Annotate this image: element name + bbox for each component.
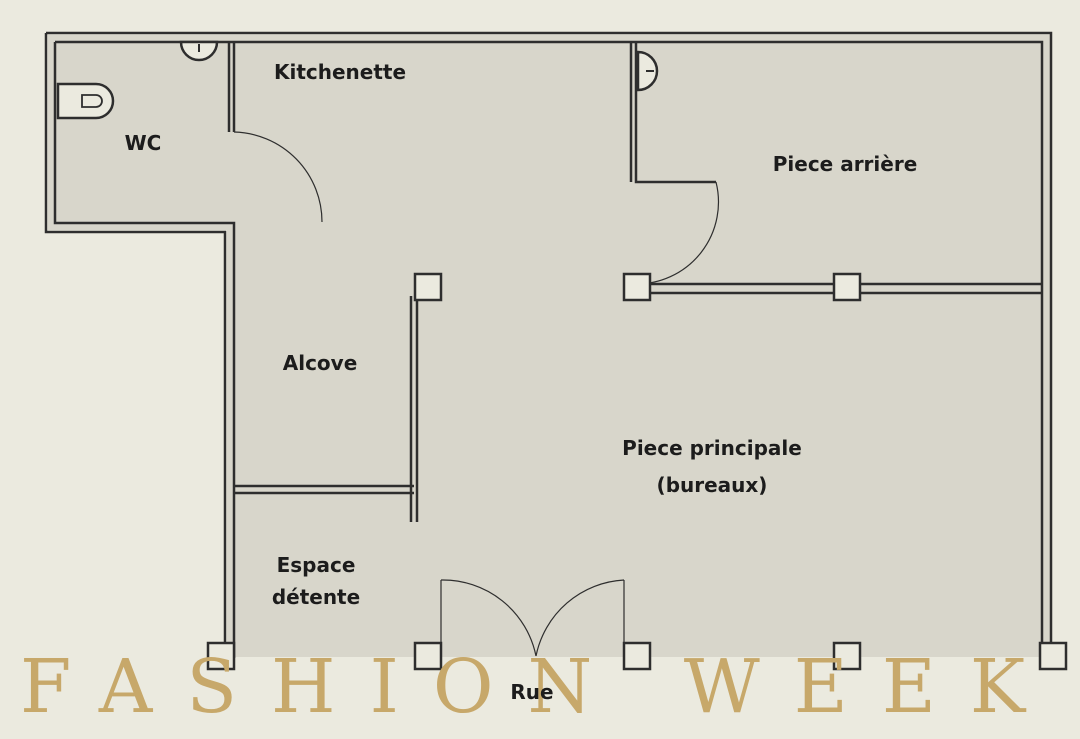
rue-label: Rue — [510, 680, 553, 704]
alcove-label: Alcove — [283, 351, 358, 375]
column — [832, 272, 862, 302]
kitchenette-label: Kitchenette — [274, 60, 406, 84]
watermark-text: FASHION WEEK VE — [20, 644, 1080, 730]
column — [1038, 641, 1068, 671]
column — [622, 272, 652, 302]
detente-label: détente — [272, 585, 360, 609]
piece-arriere-label: Piece arrière — [773, 152, 918, 176]
alcove-lower-wall — [234, 484, 414, 495]
column — [622, 641, 652, 671]
column — [832, 641, 862, 671]
floor-area — [48, 35, 1050, 657]
column — [413, 641, 443, 671]
piece-principale-label: Piece principale — [622, 436, 802, 460]
column — [413, 272, 443, 302]
wc-label: WC — [125, 131, 162, 155]
espace-label: Espace — [277, 553, 356, 577]
wc-door-swing — [233, 131, 323, 223]
back-room-partition — [629, 42, 716, 184]
toilet-seat-icon — [81, 94, 103, 108]
outer-wall-inner — [53, 40, 1044, 658]
outer-wall — [44, 31, 1053, 658]
alcove-wall — [409, 296, 419, 522]
piece-principale-sublabel: (bureaux) — [657, 473, 768, 497]
column — [206, 641, 236, 671]
wc-partition — [227, 42, 236, 132]
back-room-door-swing — [635, 181, 720, 285]
